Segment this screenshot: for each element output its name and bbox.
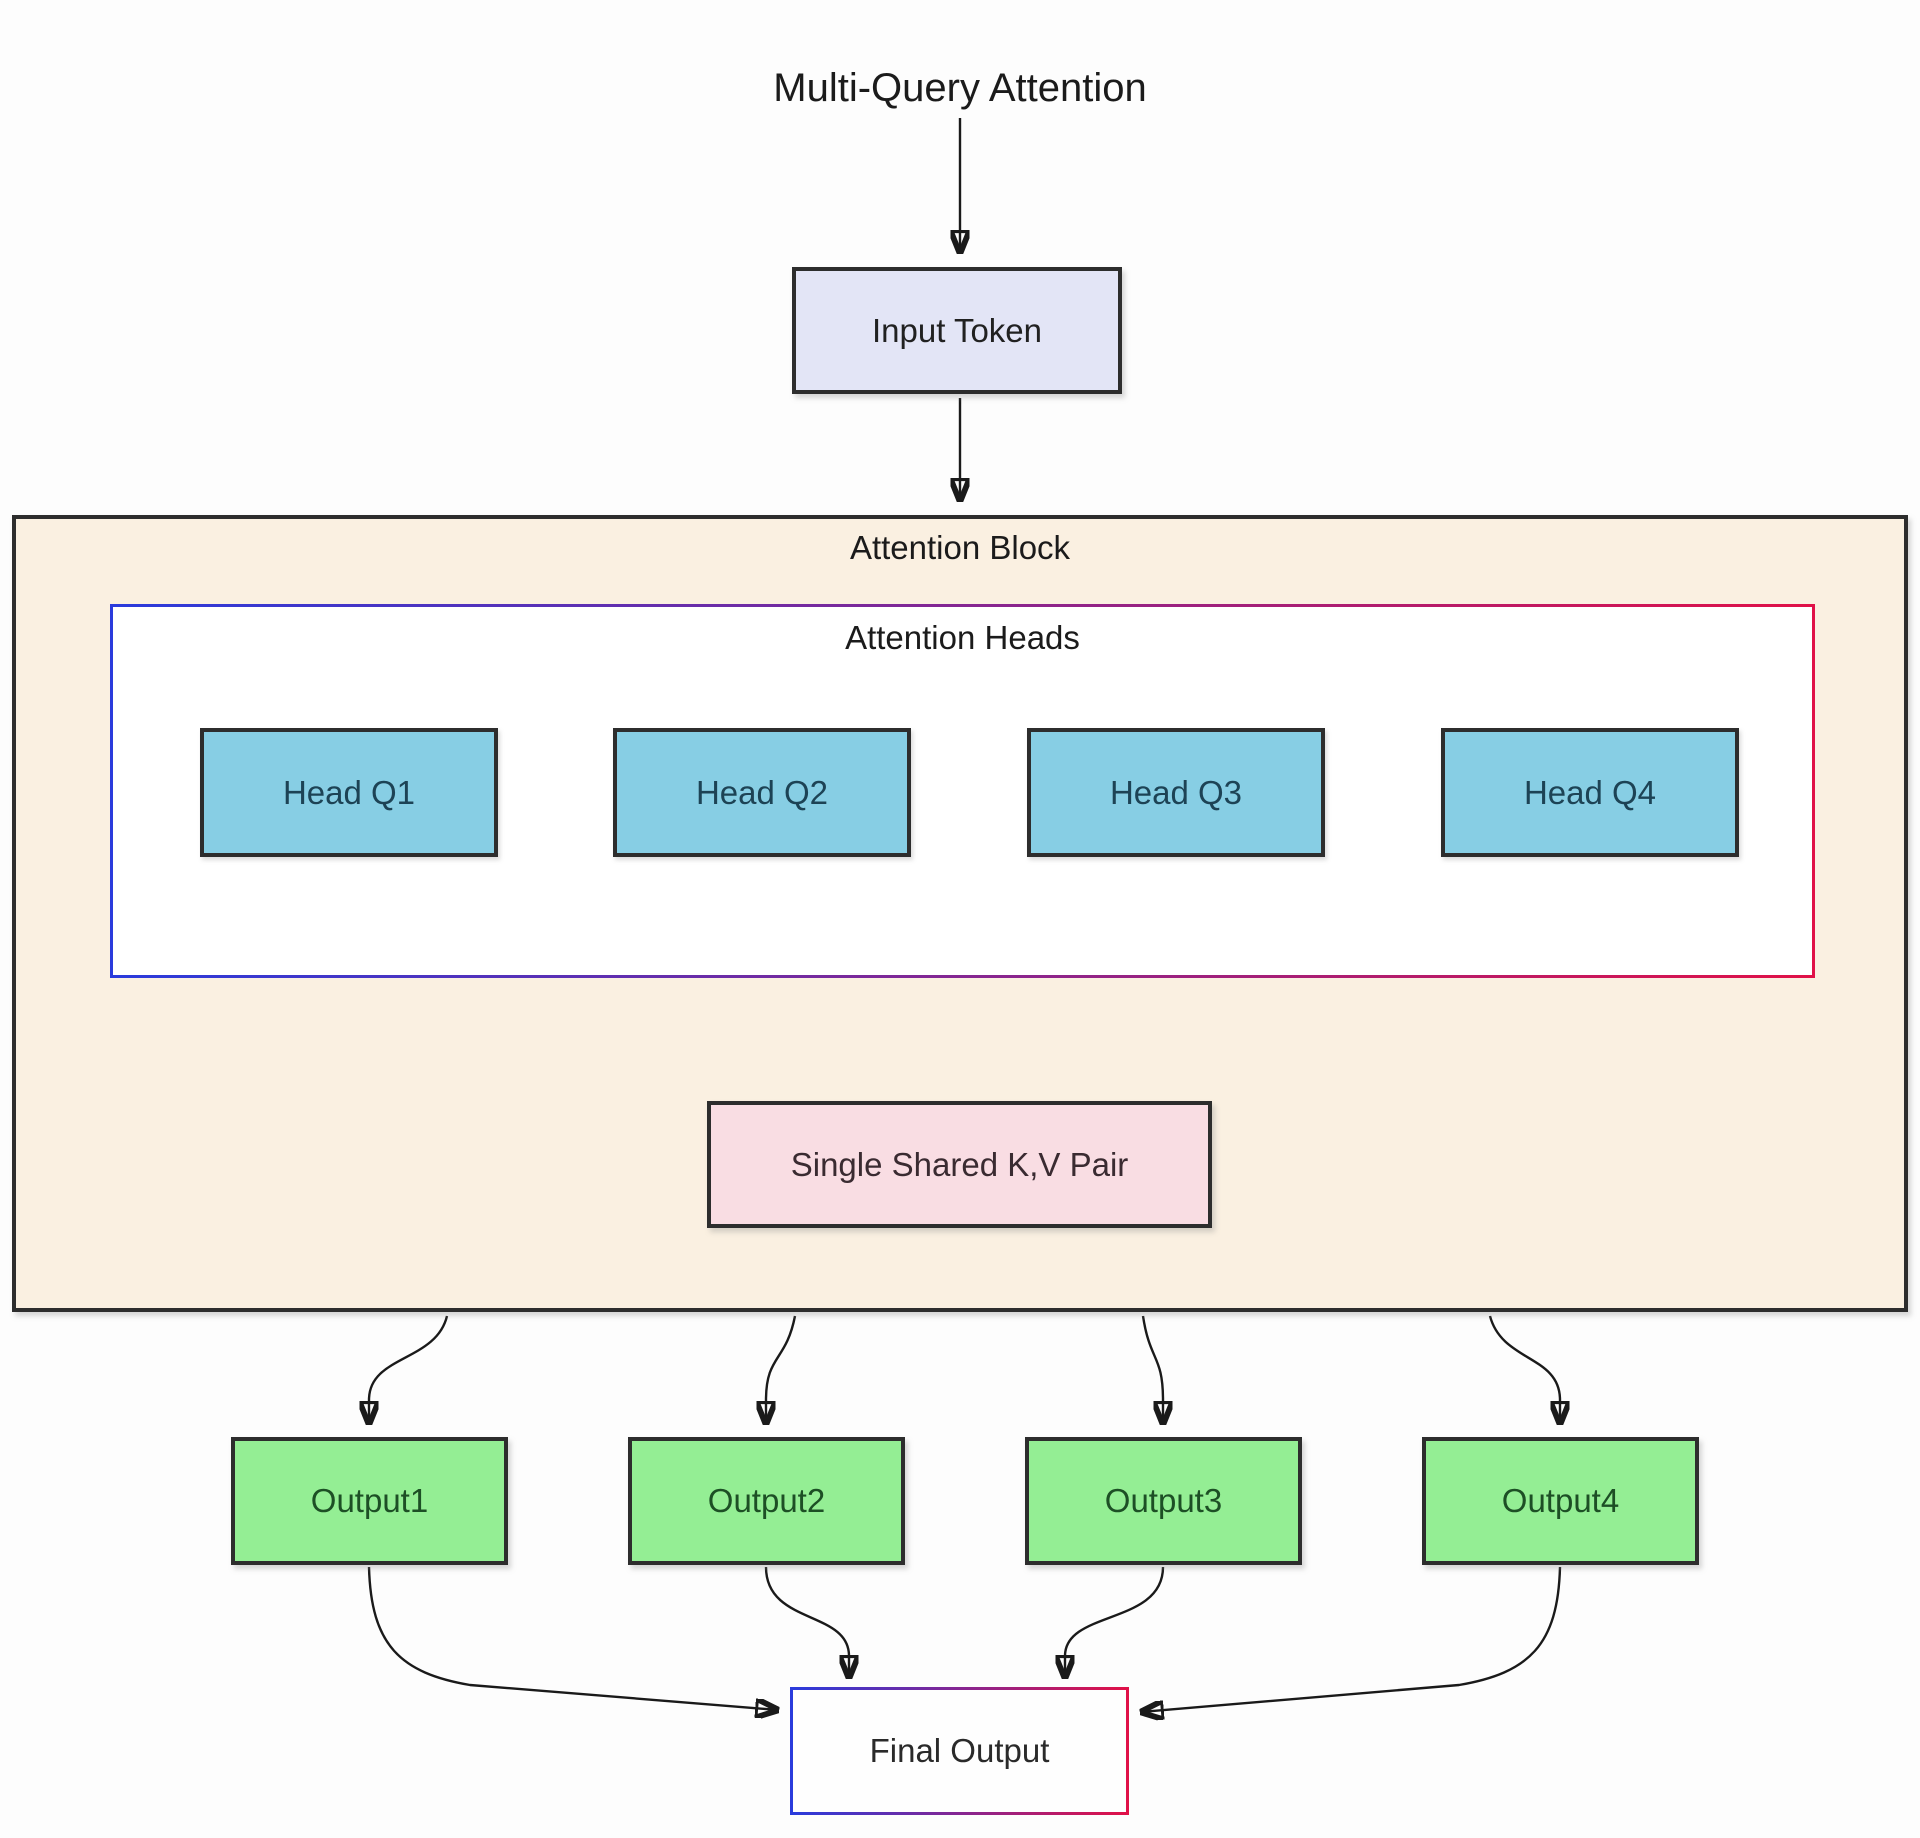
diagram-title: Multi-Query Attention <box>660 66 1260 111</box>
attention-block-container: Attention Block Attention Heads Head Q1 … <box>12 515 1908 1312</box>
node-output3: Output3 <box>1025 1437 1302 1565</box>
node-output3-label: Output3 <box>1104 1482 1223 1519</box>
node-output1-label: Output1 <box>310 1482 429 1519</box>
node-shared-kv-pair: Single Shared K,V Pair <box>707 1101 1212 1228</box>
edge-output2-to-final <box>764 1566 849 1678</box>
node-head-q1-label: Head Q1 <box>282 773 416 811</box>
node-head-q4-label: Head Q4 <box>1523 773 1657 811</box>
node-head-q2: Head Q2 <box>613 728 911 857</box>
diagram-title-text: Multi-Query Attention <box>773 66 1147 110</box>
node-output4: Output4 <box>1422 1437 1699 1565</box>
node-output2: Output2 <box>628 1437 905 1565</box>
node-shared-kv-pair-label: Single Shared K,V Pair <box>790 1145 1129 1183</box>
edge-output3-to-final <box>1065 1566 1165 1678</box>
node-output2-label: Output2 <box>707 1482 826 1519</box>
node-final-output-label: Final Output <box>869 1732 1050 1769</box>
attention-block-label: Attention Block <box>849 529 1071 566</box>
node-final-output: Final Output <box>790 1687 1129 1815</box>
node-output1: Output1 <box>231 1437 508 1565</box>
edge-block-to-output2 <box>766 1315 797 1424</box>
node-head-q1: Head Q1 <box>200 728 498 857</box>
attention-heads-container: Attention Heads Head Q1 Head Q2 Head Q3 … <box>110 604 1815 978</box>
node-head-q4: Head Q4 <box>1441 728 1739 857</box>
node-input-token-label: Input Token <box>871 311 1043 349</box>
edge-block-to-output4 <box>1488 1315 1560 1424</box>
edge-output1-to-final <box>367 1566 778 1710</box>
node-head-q2-label: Head Q2 <box>695 773 829 811</box>
edge-block-to-output3 <box>1141 1315 1163 1424</box>
node-input-token: Input Token <box>792 267 1122 394</box>
edge-output4-to-final <box>1141 1566 1562 1712</box>
node-head-q3: Head Q3 <box>1027 728 1325 857</box>
attention-heads-label: Attention Heads <box>845 619 1080 656</box>
node-output4-label: Output4 <box>1501 1482 1620 1519</box>
edge-block-to-output1 <box>369 1315 449 1424</box>
node-head-q3-label: Head Q3 <box>1109 773 1243 811</box>
